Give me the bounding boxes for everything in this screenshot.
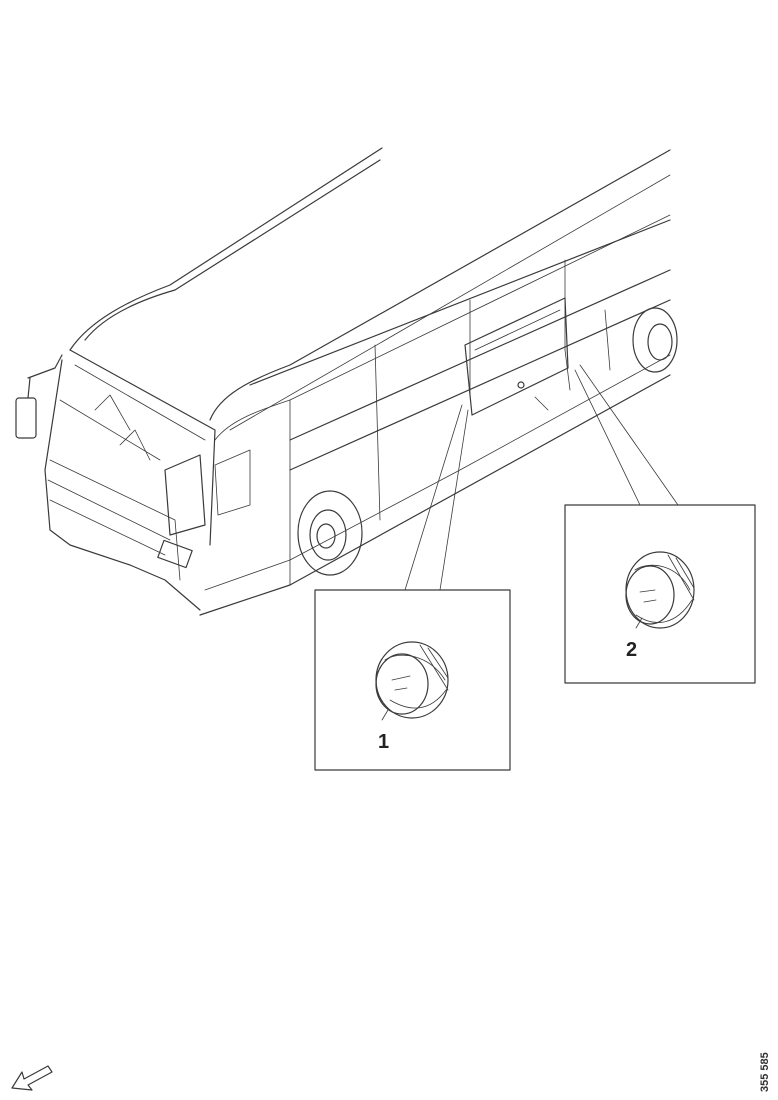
callout-box-2: 2 [564,504,756,684]
arrow-icon [11,1065,53,1091]
wheel-nut-cap-icon [375,641,449,719]
callout-number-2: 2 [626,639,637,661]
callout-number-1: 1 [378,731,389,753]
bus-icon [15,147,678,616]
leader-lines [404,364,679,591]
callout-box-1: 1 [314,589,511,771]
wheel-nut-cap-icon [625,551,695,629]
reference-code: 355 585 [759,1052,771,1092]
